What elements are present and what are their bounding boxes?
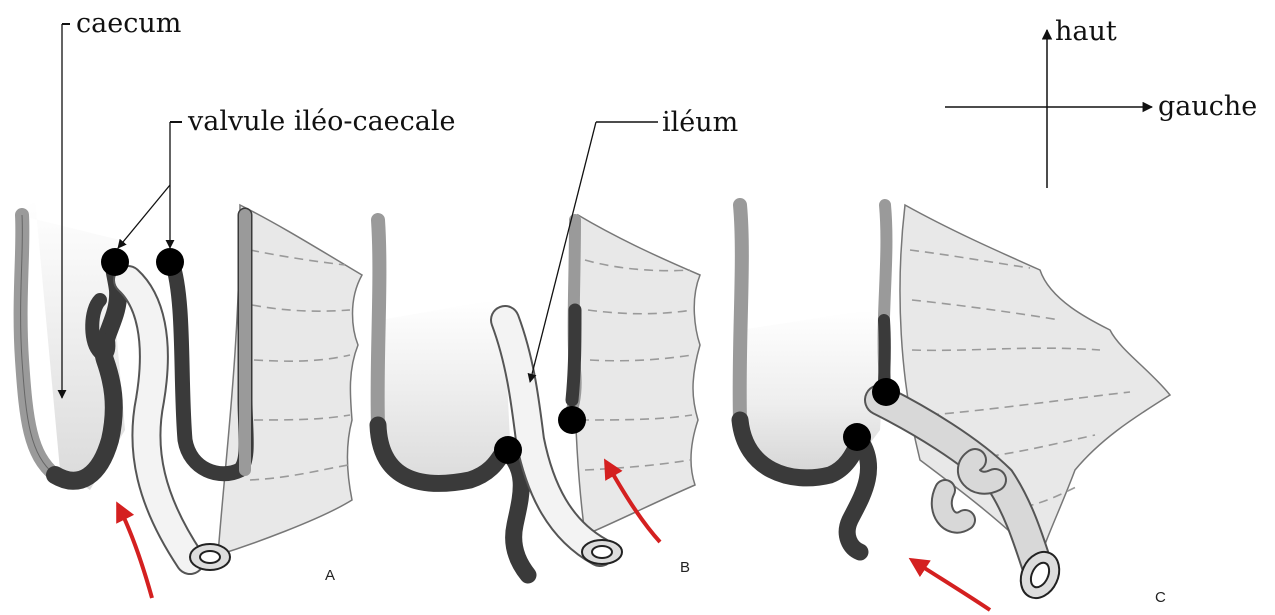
valve-node-b-right xyxy=(558,406,586,434)
red-arrow-c xyxy=(912,560,990,610)
panel-letter-c: C xyxy=(1155,589,1166,606)
red-arrow-a xyxy=(118,505,152,598)
caecum-label: caecum xyxy=(76,8,181,39)
compass-up-label: haut xyxy=(1055,16,1117,47)
valve-label: valvule iléo-caecale xyxy=(187,106,455,137)
valve-node-b-left xyxy=(494,436,522,464)
compass-left-label: gauche xyxy=(1158,91,1257,122)
valve-node-a-right xyxy=(156,248,184,276)
panel-c: C xyxy=(740,205,1170,610)
valve-node-c-upper xyxy=(872,378,900,406)
valve-leader-left xyxy=(118,185,170,248)
valve-node-c-lower xyxy=(843,423,871,451)
panel-letter-b: B xyxy=(680,559,690,576)
panel-b: B xyxy=(375,215,700,576)
panel-letter-a: A xyxy=(325,567,335,584)
ileum-label: iléum xyxy=(662,107,738,138)
panel-a: A xyxy=(18,200,362,598)
valve-node-a-left xyxy=(101,248,129,276)
mesentery-b xyxy=(575,215,700,535)
